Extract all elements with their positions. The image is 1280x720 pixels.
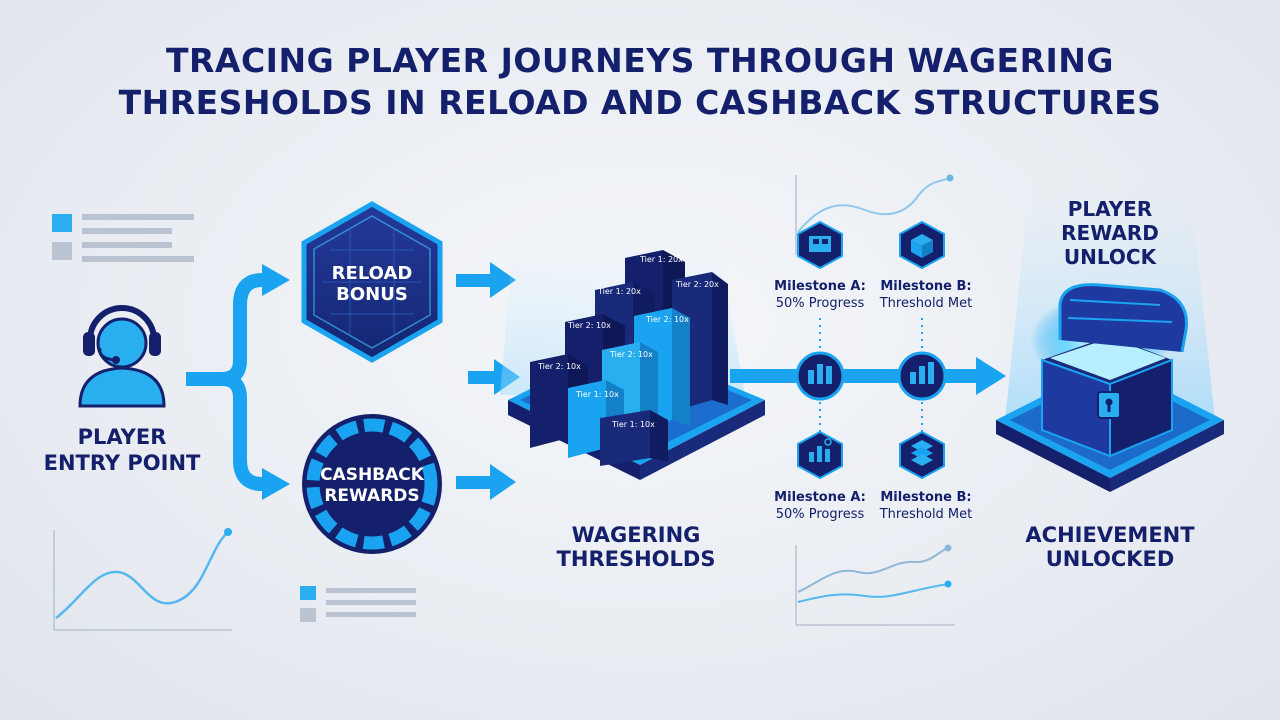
tier-label: Tier 2: 10x [645, 315, 689, 324]
cashback-label-2: REWARDS [324, 486, 419, 506]
milestone-bottom-b-detail: Threshold Met [879, 507, 973, 522]
achievement-label-1: ACHIEVEMENT [1025, 523, 1195, 547]
wagering-label-2: THRESHOLDS [557, 547, 716, 571]
milestone-bottom-b-name: Milestone B: [880, 490, 971, 505]
tier-label: Tier 2: 20x [675, 280, 719, 289]
cash-register-icon [797, 220, 843, 270]
reward-label-2: REWARD [1061, 221, 1159, 245]
milestone-top-b-detail: Threshold Met [879, 296, 973, 311]
decor-doc-top-left [52, 214, 194, 262]
reward-label-1: PLAYER [1068, 197, 1153, 221]
player-headset-icon [78, 305, 166, 408]
tier-label: Tier 2: 10x [609, 350, 653, 359]
arrow-cashback-to-wagering [456, 464, 516, 500]
tier-label: Tier 1: 10x [611, 420, 655, 429]
stack-icon [899, 430, 945, 480]
milestone-bottom-a-name: Milestone A: [774, 490, 866, 505]
milestone-node-a-track [795, 351, 845, 401]
milestone-node-b-track [897, 351, 947, 401]
arrow-to-reward [730, 357, 1006, 395]
wagering-tier-blocks: Tier 1: 20x Tier 1: 20x Tier 2: 20x Tier… [530, 250, 728, 466]
milestone-bottom-a-detail: 50% Progress [776, 507, 865, 522]
decor-chart-bottom-mid [795, 544, 955, 626]
reload-bonus-label-2: BONUS [336, 284, 408, 305]
player-entry-label-1: PLAYER [78, 425, 167, 449]
treasure-chest-icon [996, 283, 1224, 492]
wagering-label-1: WAGERING [572, 523, 701, 547]
tier-block: Tier 2: 20x [672, 272, 728, 412]
milestone-dotted-connectors [819, 318, 923, 432]
arrow-reload-to-wagering [456, 262, 516, 298]
milestone-top-a-detail: 50% Progress [776, 296, 865, 311]
branch-connector [186, 264, 290, 500]
cashback-label-1: CASHBACK [320, 465, 425, 485]
decor-chart-top-mid [795, 174, 954, 255]
decor-doc-bottom [300, 586, 416, 622]
reload-bonus-hexagon [301, 201, 443, 363]
reload-bonus-label-1: RELOAD [332, 263, 413, 284]
decor-chart-bottom-left [53, 528, 232, 631]
reward-label-3: UNLOCK [1064, 245, 1158, 269]
title-line-2: THRESHOLDS IN RELOAD AND CASHBACK STRUCT… [118, 83, 1162, 122]
tier-label: Tier 1: 20x [597, 287, 641, 296]
box-icon [899, 220, 945, 270]
milestone-top-a-name: Milestone A: [774, 279, 866, 294]
tier-label: Tier 1: 20x [639, 255, 683, 264]
title-line-1: TRACING PLAYER JOURNEYS THROUGH WAGERING [166, 41, 1114, 80]
achievement-label-2: UNLOCKED [1046, 547, 1175, 571]
page-title: TRACING PLAYER JOURNEYS THROUGH WAGERING… [0, 40, 1280, 124]
bar-chart-icon [797, 430, 843, 480]
tier-label: Tier 2: 10x [567, 321, 611, 330]
cashback-rewards-circle [302, 414, 442, 554]
milestone-top-b-name: Milestone B: [880, 279, 971, 294]
tier-label: Tier 2: 10x [537, 362, 581, 371]
tier-label: Tier 1: 10x [575, 390, 619, 399]
tier-block: Tier 1: 10x [600, 410, 668, 466]
player-entry-label-2: ENTRY POINT [44, 451, 201, 475]
